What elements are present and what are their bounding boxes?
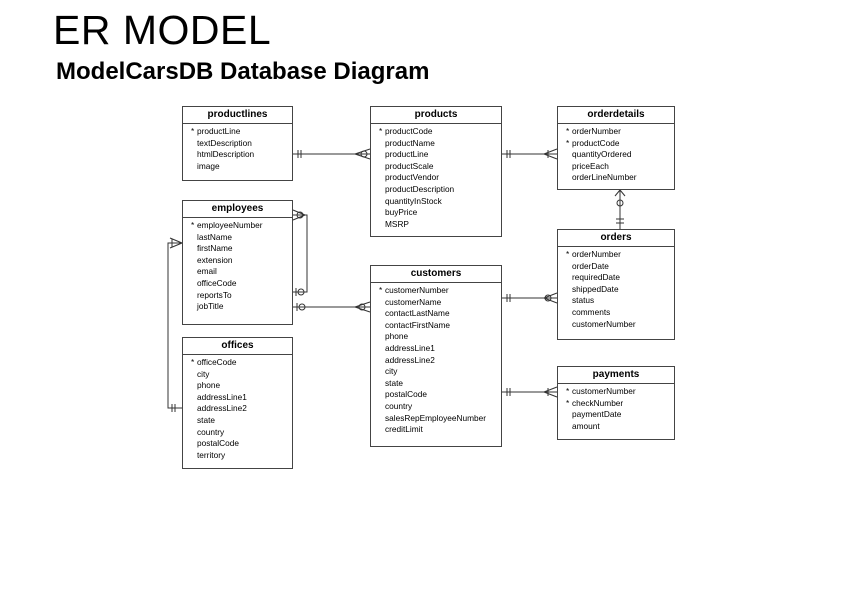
field-item: contactFirstName	[385, 319, 451, 330]
field-item: checkNumber	[558, 398, 674, 410]
entity-title: productlines	[183, 107, 292, 124]
entity-orders: orders orderNumberorderDaterequiredDates…	[557, 229, 675, 340]
field-list: employeeNumberlastNamefirstNameextension…	[183, 218, 292, 313]
field-item: orderNumber	[558, 249, 674, 261]
field-item: productLine	[385, 149, 429, 160]
page-subtitle: ModelCarsDB Database Diagram	[56, 58, 430, 85]
field-item: requiredDate	[572, 272, 620, 283]
field-item: customerName	[385, 296, 442, 307]
field-item: productLine	[183, 126, 292, 138]
field-item: territory	[197, 449, 226, 460]
field-item: customerNumber	[558, 386, 674, 398]
field-list: productCodeproductNameproductLineproduct…	[371, 124, 501, 230]
field-item: officeCode	[183, 357, 292, 369]
field-item: productCode	[558, 138, 674, 150]
entity-products: products productCodeproductNameproductLi…	[370, 106, 502, 237]
entity-payments: payments customerNumbercheckNumberpaymen…	[557, 366, 675, 440]
field-item: country	[385, 400, 413, 411]
field-item: htmlDescription	[197, 149, 255, 160]
field-item: textDescription	[197, 137, 252, 148]
field-item: status	[572, 295, 595, 306]
field-item: salesRepEmployeeNumber	[385, 412, 486, 423]
field-item: contactLastName	[385, 308, 450, 319]
field-item: priceEach	[572, 160, 609, 171]
field-item: orderDate	[572, 260, 609, 271]
field-list: orderNumberproductCodequantityOrderedpri…	[558, 124, 674, 184]
entity-title: customers	[371, 266, 501, 283]
field-list: customerNumbercustomerNamecontactLastNam…	[371, 283, 501, 436]
field-item: employeeNumber	[183, 220, 292, 232]
field-item: email	[197, 266, 217, 277]
field-item: addressLine1	[197, 391, 247, 402]
entity-offices: offices officeCodecityphoneaddressLine1a…	[182, 337, 293, 469]
entity-title: orders	[558, 230, 674, 247]
entity-title: orderdetails	[558, 107, 674, 124]
field-item: quantityInStock	[385, 195, 442, 206]
field-item: lastName	[197, 231, 233, 242]
rel-employees-self	[293, 214, 308, 293]
field-item: orderNumber	[558, 126, 674, 138]
field-item: postalCode	[197, 438, 239, 449]
entity-title: offices	[183, 338, 292, 355]
page-title: ER MODEL	[53, 7, 272, 53]
field-item: reportsTo	[197, 289, 232, 300]
field-item: addressLine1	[385, 342, 435, 353]
field-item: addressLine2	[197, 403, 247, 414]
field-item: customerNumber	[371, 285, 501, 297]
field-list: orderNumberorderDaterequiredDateshippedD…	[558, 247, 674, 330]
field-item: productCode	[371, 126, 501, 138]
field-item: creditLimit	[385, 424, 423, 435]
field-item: officeCode	[197, 277, 237, 288]
field-item: country	[197, 426, 225, 437]
rel-offices-employees	[167, 242, 182, 409]
field-item: addressLine2	[385, 354, 435, 365]
entity-orderdetails: orderdetails orderNumberproductCodequant…	[557, 106, 675, 190]
field-list: customerNumbercheckNumberpaymentDateamou…	[558, 384, 674, 432]
field-list: officeCodecityphoneaddressLine1addressLi…	[183, 355, 292, 461]
field-item: quantityOrdered	[572, 149, 632, 160]
field-item: MSRP	[385, 218, 409, 229]
field-list: productLinetextDescriptionhtmlDescriptio…	[183, 124, 292, 172]
field-item: image	[197, 160, 220, 171]
field-item: jobTitle	[197, 301, 224, 312]
field-item: state	[385, 377, 403, 388]
field-item: productScale	[385, 160, 434, 171]
entity-employees: employees employeeNumberlastNamefirstNam…	[182, 200, 293, 325]
field-item: comments	[572, 306, 611, 317]
entity-title: products	[371, 107, 501, 124]
field-item: phone	[197, 380, 221, 391]
field-item: amount	[572, 420, 600, 431]
field-item: state	[197, 414, 215, 425]
field-item: orderLineNumber	[572, 172, 637, 183]
field-item: phone	[385, 331, 409, 342]
field-item: customerNumber	[572, 318, 636, 329]
field-item: paymentDate	[572, 409, 622, 420]
entity-title: payments	[558, 367, 674, 384]
field-item: shippedDate	[572, 283, 619, 294]
field-item: productVendor	[385, 172, 439, 183]
field-item: firstName	[197, 243, 233, 254]
entity-productlines: productlines productLinetextDescriptionh…	[182, 106, 293, 181]
entity-title: employees	[183, 201, 292, 218]
field-item: extension	[197, 254, 233, 265]
field-item: city	[385, 366, 398, 377]
field-item: postalCode	[385, 389, 427, 400]
entity-customers: customers customerNumbercustomerNamecont…	[370, 265, 502, 447]
field-item: productDescription	[385, 183, 455, 194]
field-item: city	[197, 368, 210, 379]
field-item: buyPrice	[385, 207, 418, 218]
field-item: productName	[385, 137, 435, 148]
